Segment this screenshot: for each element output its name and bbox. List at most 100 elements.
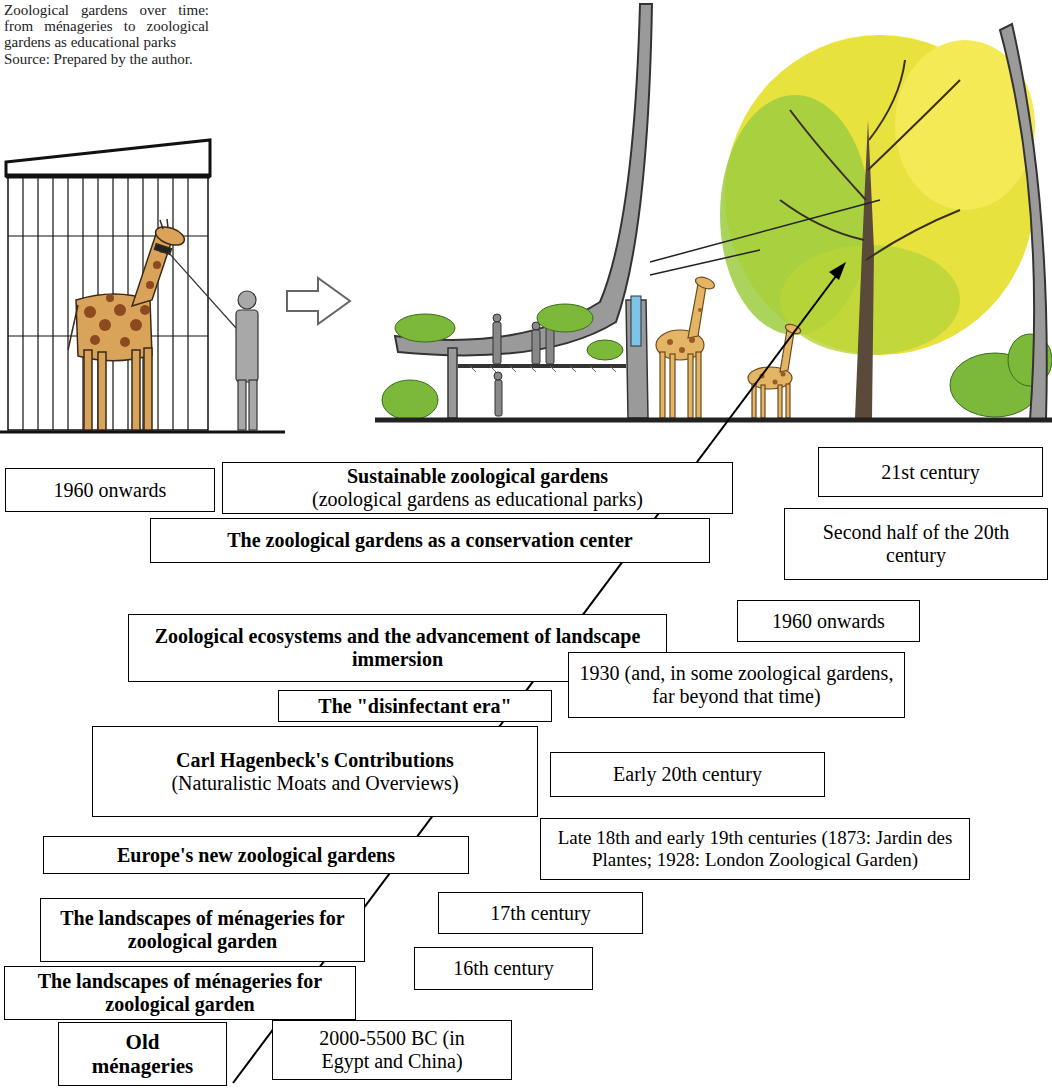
enclosure-building-part (493, 314, 554, 416)
enclosure-building-part (631, 296, 641, 346)
enclosure-building-part (470, 366, 616, 372)
ground-line (375, 418, 1052, 423)
enclosure-building-part-part (610, 366, 616, 372)
giraffe-adult-part (696, 352, 701, 418)
date-box: 2000-5500 BC (in Egypt and China) (272, 1020, 512, 1080)
box-text: 1930 (and, in some zoological gardens, f… (575, 662, 898, 708)
enclosure-building-part-part (490, 366, 496, 372)
cage-part (8, 176, 208, 430)
giraffe-caged-part-part (114, 304, 126, 316)
enclosure-building-part-part (570, 366, 576, 372)
giraffe-adult-part (694, 275, 716, 291)
giraffe-adult-part-part (689, 337, 695, 343)
tree-part-part (790, 110, 866, 200)
tree-part-part (868, 80, 960, 170)
date-box: 1930 (and, in some zoological gardens, f… (568, 652, 905, 718)
cable-lines-part (650, 200, 880, 262)
keeper-figure-part (238, 291, 256, 309)
box-heading: Carl Hagenbeck's Contributions (99, 749, 531, 772)
date-box: Second half of the 20th century (784, 508, 1048, 580)
giraffe-caged-part (132, 350, 140, 430)
era-box: The zoological gardens as a conservation… (150, 518, 710, 563)
giraffe-adult-part (660, 352, 665, 418)
enclosure-building-part-part (550, 366, 556, 372)
giraffe-caged-part (160, 220, 163, 229)
giraffe-adult-part-part (667, 339, 673, 345)
bushes-part (587, 340, 623, 360)
box-heading: Europe's new zoological gardens (50, 844, 462, 867)
era-box: Old ménageries (58, 1022, 227, 1086)
giraffe-caged-part-part (140, 305, 150, 315)
giraffe-adult-part (688, 284, 706, 338)
box-heading: The zoological gardens as a conservation… (157, 529, 703, 552)
enclosure-building-part-part (495, 380, 502, 416)
cage-part-part (172, 176, 173, 430)
giraffe-adult-part (688, 354, 693, 418)
ground-line (0, 431, 285, 434)
giraffe-caged-part (84, 247, 165, 347)
tree-part-part (780, 200, 864, 240)
box-heading: The "disinfectant era" (285, 695, 545, 718)
giraffe-caged-part-part (153, 261, 161, 269)
era-box: The landscapes of ménageries for zoologi… (4, 966, 356, 1020)
cage-part (6, 140, 210, 176)
giraffe-adult-part (667, 308, 702, 353)
date-box: Early 20th century (550, 752, 825, 797)
giraffe-caged-part-part (120, 337, 130, 347)
figure-caption: Zoological gardens over time: from ménag… (4, 2, 209, 51)
enclosure-building-part-part (530, 366, 536, 372)
enclosure-building-part-part (494, 372, 502, 380)
giraffe-caged-part (84, 350, 92, 430)
timeline-arrow-part (829, 262, 846, 280)
date-box: 16th century (414, 947, 593, 990)
tree-part-part (869, 60, 905, 140)
pillar (1000, 24, 1047, 420)
cable-lines (650, 200, 880, 275)
giraffe-caged-part-part (99, 319, 111, 331)
cage-part (23, 176, 188, 430)
cage-part-part (22, 176, 23, 430)
box-text: 16th century (421, 957, 586, 980)
giraffe-caged-part (167, 219, 168, 228)
giraffe-caged-part (168, 252, 236, 328)
date-box: 1960 onwards (737, 600, 920, 642)
enclosure-building-part-part (493, 314, 501, 322)
cage (6, 140, 210, 430)
enclosure-building-part-part (510, 366, 516, 372)
era-box: The "disinfectant era" (278, 690, 552, 722)
giraffe-caged-part (98, 352, 106, 430)
enclosure-building-part-part (470, 366, 476, 372)
bushes-part (382, 380, 438, 420)
giraffe-adult-part-part (679, 347, 685, 353)
box-text: 1960 onwards (12, 479, 208, 502)
box-text: 2000-5500 BC (in Egypt and China) (301, 1027, 483, 1073)
tree-part (855, 120, 874, 418)
tree-part (780, 60, 960, 260)
transition-arrow (287, 278, 350, 324)
box-heading: Old ménageries (79, 1030, 206, 1078)
giraffe-caged-part-part (90, 335, 100, 345)
giraffe-caged-part-part (84, 306, 96, 318)
source-note: Source: Prepared by the author. (4, 51, 209, 67)
giraffe-young-part-part (773, 380, 778, 385)
giraffe-young-part-part (781, 372, 786, 377)
box-text: 17th century (445, 902, 636, 925)
keeper-figure (236, 291, 258, 430)
giraffe-young (748, 323, 802, 418)
box-text: Second half of the 20th century (791, 521, 1041, 567)
box-heading: The landscapes of ménageries for zoologi… (11, 970, 349, 1016)
giraffe-caged-part-part (146, 281, 154, 289)
giraffe-caged-part (132, 234, 172, 306)
enclosure-building-part (448, 348, 457, 418)
enclosure-building (395, 4, 652, 418)
giraffe-young-part (786, 384, 790, 418)
cable-lines-part (650, 250, 760, 275)
cage-part-part (37, 176, 38, 430)
bushes-part (395, 314, 455, 342)
keeper-figure-part (236, 310, 258, 382)
giraffe-caged-part-part (130, 319, 142, 331)
box-text: 21st century (825, 461, 1036, 484)
date-box: Late 18th and early 19th centuries (1873… (540, 818, 970, 880)
keeper-figure-part (249, 380, 257, 430)
cage-part-part (157, 176, 158, 430)
